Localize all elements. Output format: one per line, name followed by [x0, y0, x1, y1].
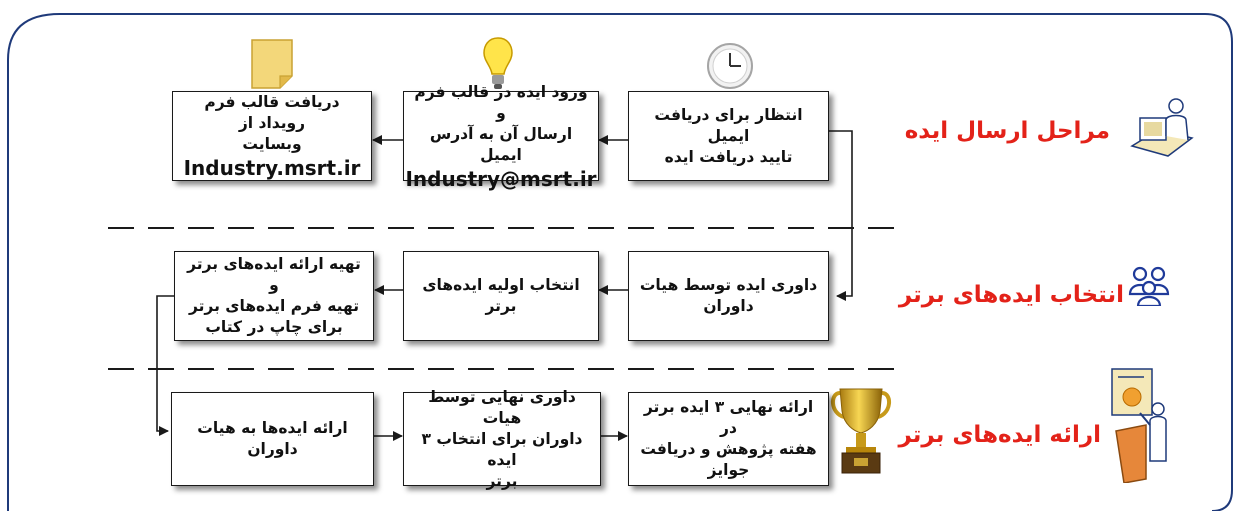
clock-icon	[707, 43, 753, 89]
step-box-initial-selection: انتخاب اولیه ایده‌های برتر	[403, 251, 599, 341]
arrow-row2-to-row3	[156, 295, 174, 436]
step-text-line: تهیه ارائه ایده‌های برتر و	[187, 255, 361, 294]
step-box-final-judging: داوری نهایی توسط هیات داوران برای انتخاب…	[403, 388, 601, 490]
step-text-line: برای چاپ در کتاب	[205, 318, 343, 336]
step-text-line: انتظار برای دریافت ایمیل	[654, 105, 803, 145]
step-box-wait-confirmation: انتظار برای دریافت ایمیل تایید دریافت ای…	[628, 91, 829, 181]
step-text-line: جوایز	[707, 461, 750, 479]
person-at-computer-icon	[1130, 98, 1194, 157]
step-box-download-form: دریافت قالب فرم رویداد از وبسایت Industr…	[172, 91, 372, 181]
step-text-line: ورود ایده در قالب فرم و	[414, 82, 588, 122]
step-text-line: ارائه ایده‌ها به هیات	[197, 419, 348, 437]
step-box-judging: داوری ایده توسط هیات داوران	[628, 251, 829, 341]
step-text-line: داوران برای انتخاب ۳ ایده	[421, 429, 583, 469]
arrow-row1-to-row2	[829, 130, 853, 301]
step-text-line: برتر	[486, 471, 518, 490]
step-text-line: هفته پژوهش و دریافت	[640, 440, 817, 458]
stage-label-select: انتخاب ایده‌های برتر	[898, 282, 1124, 308]
document-icon	[251, 39, 293, 89]
step-text-line: دریافت قالب فرم رویداد از	[204, 93, 340, 132]
step-text-line: وبسایت	[242, 135, 302, 153]
trophy-icon	[831, 388, 891, 474]
stage-label-present: ارائه ایده‌های برتر	[898, 422, 1101, 448]
website-url: Industry.msrt.ir	[183, 156, 361, 180]
step-text-line: داوران	[247, 440, 298, 458]
group-icon	[1128, 266, 1170, 306]
stage-label-submit: مراحل ارسال ایده	[904, 118, 1110, 144]
step-text-line: تهیه فرم ایده‌های برتر	[188, 297, 360, 315]
step-box-final-presentation: ارائه نهایی ۳ ایده برتر در هفته پژوهش و …	[628, 392, 829, 486]
step-text-line: ارسال آن به آدرس ایمیل	[429, 124, 573, 164]
step-text-line: داوران	[703, 297, 754, 315]
email-address: Industry@msrt.ir	[405, 166, 597, 191]
step-box-submit-idea: ورود ایده در قالب فرم و ارسال آن به آدرس…	[403, 83, 599, 191]
frame-border	[7, 13, 1233, 511]
step-box-prepare-presentation: تهیه ارائه ایده‌های برتر و تهیه فرم ایده…	[174, 251, 374, 341]
step-text-line: انتخاب اولیه ایده‌های برتر	[422, 276, 580, 315]
step-text-line: داوری ایده توسط هیات	[639, 276, 818, 294]
lightbulb-icon	[483, 37, 513, 89]
presenter-icon	[1111, 368, 1167, 483]
step-text-line: تایید دریافت ایده	[664, 147, 793, 166]
step-text-line: ارائه نهایی ۳ ایده برتر در	[643, 398, 814, 437]
step-text-line: داوری نهایی توسط هیات	[428, 387, 576, 427]
step-box-present-to-judges: ارائه ایده‌ها به هیات داوران	[171, 392, 374, 486]
